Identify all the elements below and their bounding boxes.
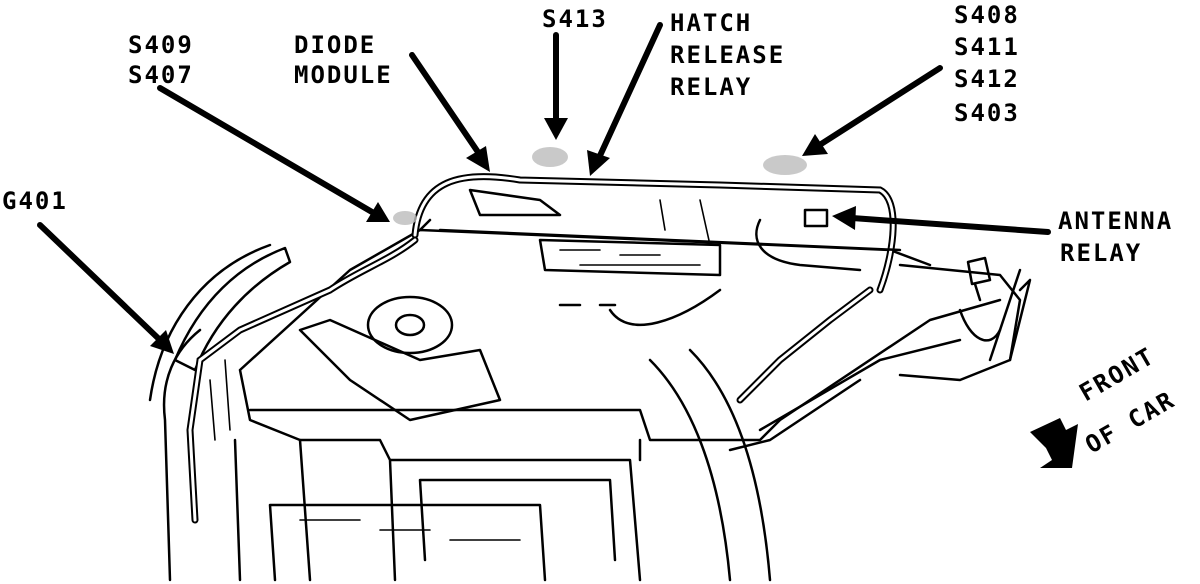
rear-panel bbox=[268, 503, 547, 582]
arrow-s409-s407 bbox=[157, 85, 390, 222]
label-s409: S409 bbox=[128, 31, 194, 59]
antenna-relay-connector bbox=[803, 208, 829, 228]
front-of-car-arrow bbox=[1030, 418, 1078, 468]
label-s407: S407 bbox=[128, 61, 194, 89]
cargo-well bbox=[298, 438, 642, 582]
label-hatch-release-relay-line2: RELEASE bbox=[670, 41, 786, 69]
splice-s409-mark bbox=[393, 211, 417, 225]
right-fender bbox=[898, 263, 1022, 382]
center-relay-cluster bbox=[538, 238, 722, 277]
right-quarter bbox=[648, 348, 772, 582]
label-s411: S411 bbox=[954, 33, 1020, 61]
label-antenna-relay-line2: RELAY bbox=[1060, 239, 1143, 267]
arrow-s413 bbox=[544, 32, 568, 140]
label-g401: G401 bbox=[2, 187, 68, 215]
left-fender bbox=[148, 243, 272, 582]
splice-s408-mark bbox=[763, 155, 807, 175]
label-diode-module-line2: MODULE bbox=[294, 61, 393, 89]
left-trim-panel bbox=[298, 318, 502, 422]
splice-s413-mark bbox=[532, 147, 568, 167]
label-antenna-relay-line1: ANTENNA bbox=[1058, 207, 1174, 235]
hatch-latch bbox=[966, 256, 992, 302]
label-s403: S403 bbox=[954, 99, 1020, 127]
label-hatch-release-relay-line1: HATCH bbox=[670, 9, 753, 37]
label-hatch-release-relay-line3: RELAY bbox=[670, 73, 753, 101]
speaker bbox=[366, 295, 454, 355]
label-s412: S412 bbox=[954, 65, 1020, 93]
cargo-well-inner bbox=[418, 478, 617, 562]
label-diode-module-line1: DIODE bbox=[294, 31, 377, 59]
arrow-hatch-release-relay bbox=[587, 22, 663, 176]
arrow-s408-group bbox=[802, 65, 943, 156]
arrow-antenna-relay bbox=[832, 206, 1051, 235]
rear-body-outline bbox=[238, 218, 932, 582]
label-s413: S413 bbox=[542, 5, 608, 33]
arrow-g401 bbox=[37, 222, 174, 354]
label-s408: S408 bbox=[954, 1, 1020, 29]
arrow-diode-module bbox=[409, 52, 490, 172]
left-taillight bbox=[173, 246, 292, 372]
cargo-floor-edge bbox=[248, 298, 1002, 442]
